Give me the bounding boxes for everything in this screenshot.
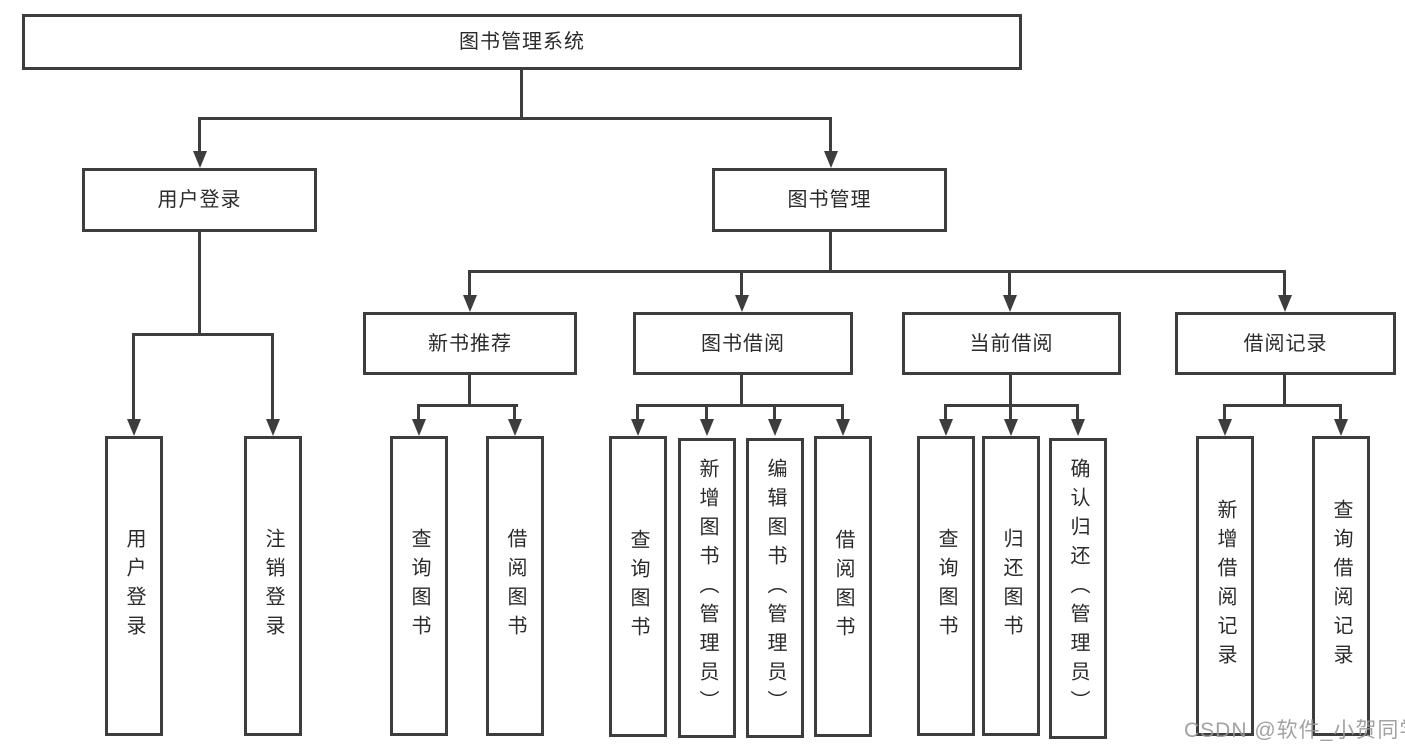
leaf-label: 查询图书 <box>935 528 957 644</box>
arrowhead-down-icon <box>836 419 850 436</box>
connector-line <box>468 270 1286 273</box>
connector-line <box>513 404 516 421</box>
arrowhead-down-icon <box>1218 419 1232 436</box>
leaf-add-borrow-record: 新增借阅记录 <box>1196 436 1254 736</box>
node-label: 新书推荐 <box>428 332 512 355</box>
leaf-confirm-return-admin: 确认归还（管理员） <box>1049 438 1107 739</box>
connector-line <box>198 117 832 120</box>
leaf-label: 编辑图书（管理员） <box>764 457 786 719</box>
connector-line <box>1283 375 1286 406</box>
connector-line <box>841 404 844 421</box>
arrowhead-down-icon <box>463 295 477 312</box>
connector-line <box>417 404 420 421</box>
arrowhead-down-icon <box>193 151 207 168</box>
connector-line <box>1076 404 1079 421</box>
node-label: 当前借阅 <box>969 332 1054 355</box>
node-label: 借阅记录 <box>1243 332 1328 355</box>
leaf-label: 借阅图书 <box>832 528 854 645</box>
connector-line <box>705 404 708 421</box>
node-new-book-recommend: 新书推荐 <box>363 312 577 375</box>
arrowhead-down-icon <box>508 419 522 436</box>
arrowhead-down-icon <box>1071 419 1085 436</box>
leaf-logout: 注销登录 <box>244 436 302 736</box>
arrowhead-down-icon <box>266 419 280 436</box>
connector-line <box>636 404 639 421</box>
arrowhead-down-icon <box>735 295 749 312</box>
leaf-return-books: 归还图书 <box>982 436 1040 736</box>
connector-line <box>132 333 135 421</box>
leaf-label: 借阅图书 <box>504 528 526 644</box>
arrowhead-down-icon <box>412 419 426 436</box>
leaf-query-borrow-record: 查询借阅记录 <box>1312 436 1370 736</box>
connector-line <box>198 232 201 335</box>
connector-line <box>773 404 776 421</box>
connector-line <box>740 270 743 297</box>
leaf-borrow-books-recommend: 借阅图书 <box>486 436 544 736</box>
connector-line <box>1223 404 1341 407</box>
leaf-add-books-admin: 新增图书（管理员） <box>678 438 736 738</box>
connector-line <box>1223 404 1226 421</box>
connector-line <box>417 404 518 407</box>
leaf-label: 注销登录 <box>262 528 284 644</box>
connector-line <box>132 333 274 336</box>
watermark: CSDN @软件_小贺同学 <box>1184 719 1405 742</box>
node-current-borrowing: 当前借阅 <box>902 312 1121 375</box>
arrowhead-down-icon <box>1278 295 1292 312</box>
connector-line <box>1009 404 1012 421</box>
arrowhead-down-icon <box>700 419 714 436</box>
connector-line <box>1339 404 1342 421</box>
arrowhead-down-icon <box>824 151 838 168</box>
arrowhead-down-icon <box>768 419 782 436</box>
leaf-label: 用户登录 <box>123 528 145 644</box>
leaf-label: 归还图书 <box>1000 528 1022 644</box>
connector-line <box>198 117 201 153</box>
connector-line <box>1009 375 1012 406</box>
leaf-label: 查询借阅记录 <box>1330 499 1352 673</box>
connector-line <box>1008 270 1011 297</box>
leaf-query-books-borrowing: 查询图书 <box>609 436 667 737</box>
leaf-borrow-books: 借阅图书 <box>814 436 872 737</box>
leaf-query-books-current: 查询图书 <box>917 436 975 736</box>
node-label: 图书借阅 <box>701 332 785 355</box>
leaf-label: 查询图书 <box>408 528 430 644</box>
connector-line <box>468 270 471 297</box>
connector-line <box>944 404 947 421</box>
connector-line <box>829 232 832 272</box>
connector-line <box>1283 270 1286 297</box>
connector-line <box>636 404 843 407</box>
leaf-label: 确认归还（管理员） <box>1067 458 1089 719</box>
leaf-label: 新增借阅记录 <box>1214 499 1236 673</box>
node-label: 图书管理系统 <box>459 31 585 53</box>
arrowhead-down-icon <box>1334 419 1348 436</box>
connector-line <box>520 70 523 119</box>
node-user-login: 用户登录 <box>82 168 317 232</box>
connector-line <box>271 333 274 421</box>
leaf-edit-books-admin: 编辑图书（管理员） <box>746 438 804 738</box>
arrowhead-down-icon <box>127 419 141 436</box>
connector-line <box>740 375 743 406</box>
leaf-label: 查询图书 <box>627 528 649 645</box>
node-label: 图书管理 <box>787 189 872 211</box>
arrowhead-down-icon <box>1004 419 1018 436</box>
node-borrowing-records: 借阅记录 <box>1175 312 1396 375</box>
leaf-query-books-recommend: 查询图书 <box>390 436 448 736</box>
arrowhead-down-icon <box>939 419 953 436</box>
node-label: 用户登录 <box>157 189 242 211</box>
leaf-label: 新增图书（管理员） <box>696 457 718 719</box>
node-book-borrowing: 图书借阅 <box>633 312 853 375</box>
connector-line <box>829 117 832 153</box>
leaf-user-login: 用户登录 <box>105 436 163 736</box>
node-book-management: 图书管理 <box>712 168 947 232</box>
node-library-management-system: 图书管理系统 <box>22 14 1022 70</box>
arrowhead-down-icon <box>1003 295 1017 312</box>
arrowhead-down-icon <box>631 419 645 436</box>
connector-line <box>468 375 471 406</box>
